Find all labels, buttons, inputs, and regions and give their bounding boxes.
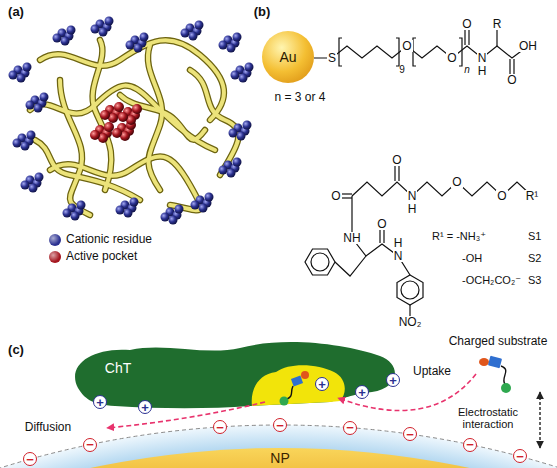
node-label: −	[276, 419, 284, 432]
legend-text: Active pocket	[66, 250, 137, 263]
callout-text: Charged substrate	[449, 335, 548, 348]
compound-id: S1	[528, 231, 541, 242]
protein-name: ChT	[102, 358, 135, 378]
atom-label: O	[496, 190, 507, 202]
gold-particle: Au	[262, 31, 314, 83]
node-label: −	[466, 438, 474, 451]
atom-label: S	[327, 52, 337, 64]
atom-label: O	[461, 18, 472, 30]
atom-label: N	[407, 190, 418, 202]
node-label: NP	[270, 451, 289, 465]
node-label: −	[26, 453, 34, 466]
atom-label: R	[492, 18, 503, 30]
anionic-charge: −	[213, 420, 227, 434]
substrate-structure	[305, 164, 532, 316]
compound-id: S2	[528, 253, 541, 264]
node-label: +	[96, 396, 104, 409]
r-group-row: -OCH₂CO₂⁻	[462, 275, 521, 286]
subscript: n	[464, 65, 470, 75]
atom-label: N	[477, 52, 488, 64]
panel-letter: (b)	[254, 5, 271, 19]
cationic-residues	[9, 17, 254, 225]
atom-label: H	[477, 65, 488, 77]
atom-label: H	[393, 237, 404, 249]
transport-arrows	[107, 374, 540, 448]
atom-label: O	[446, 52, 457, 64]
callout-text: Uptake	[413, 365, 451, 378]
node-label: −	[86, 438, 94, 451]
atom-label: NH	[342, 232, 361, 244]
atom-label: H	[407, 203, 418, 215]
protein-ribbon	[30, 40, 238, 215]
legend-swatch	[49, 251, 61, 263]
node-label: +	[358, 386, 366, 399]
atom-label: O	[506, 74, 517, 86]
node-label: −	[346, 421, 354, 434]
r-group-row: -OH	[462, 253, 482, 264]
subscript: 9	[399, 65, 405, 75]
atom-label: R¹	[525, 190, 540, 202]
repeat-note: n = 3 or 4	[274, 91, 325, 104]
chymotrypsin	[75, 342, 395, 408]
anionic-charge: −	[83, 438, 97, 452]
legend-swatch	[49, 234, 61, 246]
active-pocket-residues	[90, 102, 142, 143]
node-label: +	[389, 374, 397, 387]
legend-item: Active pocket	[49, 250, 137, 263]
atom-label: O	[391, 154, 402, 166]
anionic-charge: −	[273, 418, 287, 432]
compound-id: S3	[528, 275, 541, 286]
cationic-charge: +	[355, 385, 369, 399]
cationic-charge: +	[138, 400, 152, 414]
legend-item: Cationic residue	[49, 233, 152, 246]
anionic-charge: −	[463, 438, 477, 452]
atom-label: O	[330, 190, 341, 202]
atom-label: O	[376, 218, 387, 230]
node-label: −	[406, 428, 414, 441]
nanoparticle-core: NP	[268, 449, 292, 467]
atom-label: NO₂	[398, 316, 423, 328]
cationic-charge: +	[315, 377, 329, 391]
charged-substrate-icon	[479, 356, 511, 393]
atom-label: O	[451, 176, 462, 188]
cationic-charge: +	[386, 373, 400, 387]
r-group-row: R¹ = -NH₃⁺	[432, 231, 486, 242]
callout-text: Electrostatic interaction	[455, 406, 521, 430]
panel-letter: (c)	[8, 343, 24, 357]
anionic-charge: −	[343, 421, 357, 435]
anionic-charge: −	[23, 452, 37, 466]
node-label: +	[318, 378, 326, 391]
node-label: −	[216, 421, 224, 434]
cationic-charge: +	[93, 395, 107, 409]
atom-label: O	[401, 40, 412, 52]
bound-substrate	[280, 371, 310, 406]
node-label: −	[516, 450, 524, 463]
callout-text: Diffusion	[25, 421, 71, 434]
node-label: Au	[279, 50, 296, 64]
panel-letter: (a)	[8, 5, 24, 19]
atom-label: OH	[518, 40, 538, 52]
anionic-charge: −	[403, 427, 417, 441]
legend-text: Cationic residue	[66, 233, 152, 246]
node-label: ChT	[105, 361, 131, 375]
ligand-structure	[314, 28, 528, 76]
node-label: +	[141, 401, 149, 414]
atom-label: N	[393, 250, 404, 262]
